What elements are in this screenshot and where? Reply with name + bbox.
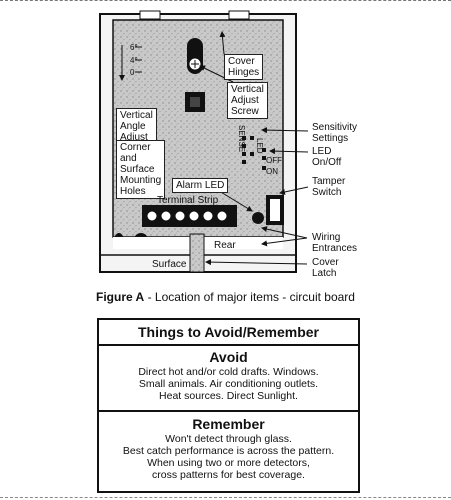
avoid-line: Small animals. Air conditioning outlets. (138, 378, 319, 390)
remember-line: When using two or more detectors, (147, 457, 310, 469)
remember-heading: Remember (192, 416, 265, 432)
avoid-heading: Avoid (209, 349, 248, 365)
remember-line: Won't detect through glass. (165, 433, 292, 445)
avoid-line: Heat sources. Direct Sunlight. (159, 390, 298, 402)
label-cover-hinges: Cover Hinges (224, 54, 264, 80)
sense-text: SENSE (237, 125, 246, 153)
caption-text: - Location of major items - circuit boar… (144, 290, 355, 304)
on-text: ON (266, 167, 278, 176)
cover-latch (189, 233, 205, 273)
label-led-onoff: LED On/Off (312, 146, 342, 168)
label-terminal-strip: Terminal Strip (157, 195, 219, 206)
remember-section: Remember Won't detect through glass. Bes… (99, 412, 358, 481)
angle-mark-4: 4° (130, 56, 138, 65)
bottom-dashed-rule (0, 497, 451, 498)
label-cover-latch: Cover Latch (312, 257, 339, 279)
label-sensitivity-settings: Sensitivity Settings (312, 122, 358, 144)
circuit-board-diagram: Cover Hinges Vertical Adjust Screw Verti… (99, 10, 358, 279)
label-vertical-adjust-screw: Vertical Adjust Screw (227, 82, 268, 119)
off-text: OFF (266, 156, 282, 165)
alarm-led-dot (252, 212, 264, 224)
label-tamper-switch: Tamper Switch (312, 176, 346, 198)
remember-line: Best catch performance is across the pat… (122, 445, 335, 457)
table-title: Things to Avoid/Remember (99, 320, 358, 346)
avoid-section: Avoid Direct hot and/or cold drafts. Win… (99, 346, 358, 412)
angle-mark-0: 0 (130, 68, 135, 77)
label-corner-holes: Corner and Surface Mounting Holes (116, 140, 166, 199)
avoid-remember-table: Things to Avoid/Remember Avoid Direct ho… (97, 318, 360, 493)
avoid-line: Direct hot and/or cold drafts. Windows. (138, 366, 319, 378)
label-vertical-angle-adjust: Vertical Angle Adjust (116, 108, 157, 145)
angle-mark-6: 6° (130, 43, 138, 52)
label-rear: Rear (214, 240, 236, 251)
remember-line: cross patterns for best coverage. (152, 469, 305, 481)
caption-figure-label: Figure A (96, 290, 145, 304)
led-small-text: LED (255, 138, 264, 154)
figure-caption: Figure A - Location of major items - cir… (0, 290, 451, 304)
label-alarm-led: Alarm LED (172, 178, 229, 193)
label-wiring-entrances: Wiring Entrances (312, 232, 358, 254)
top-dashed-rule (0, 0, 451, 4)
label-surface: Surface (152, 259, 187, 270)
